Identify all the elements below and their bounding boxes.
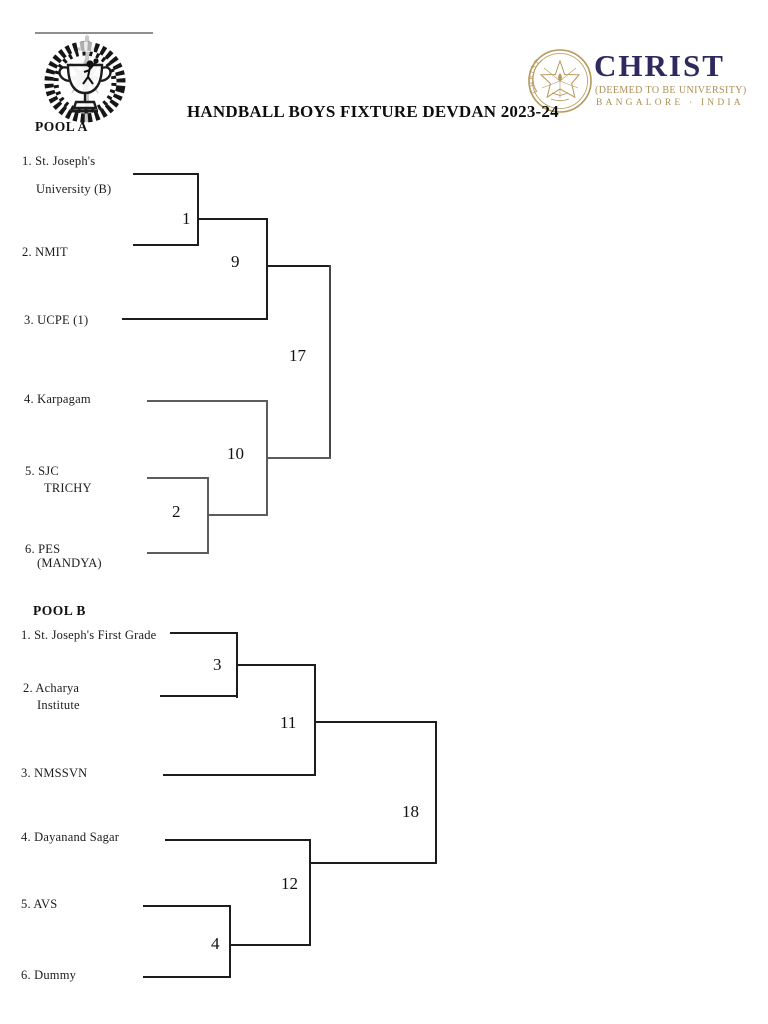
bracket-line <box>236 664 316 666</box>
bracket-line <box>160 695 238 697</box>
christ-logo-subtitle: (DEEMED TO BE UNIVERSITY) <box>595 85 747 96</box>
header-rule-line <box>35 32 153 34</box>
bracket-line <box>197 218 268 220</box>
pool-b-team-6: 6. Dummy <box>21 968 77 982</box>
handball-player-icon <box>82 58 99 85</box>
bracket-line <box>309 862 437 864</box>
pool-a-match-2-number: 2 <box>172 502 181 521</box>
pool-a-match-9-number: 9 <box>231 252 240 271</box>
christ-university-seal-icon: CHRIST <box>527 49 592 113</box>
pool-a-team-1-line-2: University (B) <box>36 182 112 196</box>
bracket-line <box>229 905 231 978</box>
pool-a-match-17-number: 17 <box>289 346 306 365</box>
pool-b-match-18-number: 18 <box>402 802 419 821</box>
bracket-line <box>314 721 437 723</box>
pool-b-label: POOL B <box>33 603 86 618</box>
bracket-line <box>133 173 199 175</box>
pool-b-team-2-line-2: Institute <box>37 698 80 712</box>
bracket-line <box>143 905 231 907</box>
pool-b-match-12-number: 12 <box>281 874 298 893</box>
pool-a-team-1-line-1: 1. St. Joseph's <box>22 154 96 168</box>
bracket-line <box>314 664 316 776</box>
bracket-line <box>435 721 437 864</box>
pool-b-team-5: 5. AVS <box>21 897 58 911</box>
pool-b-match-4-number: 4 <box>211 934 220 953</box>
bracket-line <box>229 944 311 946</box>
pool-a-match-10-number: 10 <box>227 444 244 463</box>
svg-text:CHRIST: CHRIST <box>527 57 543 95</box>
pool-b-team-1: 1. St. Joseph's First Grade <box>21 628 157 642</box>
bracket-line <box>197 173 199 246</box>
bracket-line <box>163 774 316 776</box>
bracket-line <box>329 265 331 459</box>
bracket-line <box>309 839 311 946</box>
christ-logo-location: BANGALORE · INDIA <box>596 98 744 108</box>
bracket-line <box>170 632 238 634</box>
bracket-line <box>207 514 268 516</box>
pool-a-team-5-line-2: TRICHY <box>44 481 92 495</box>
pool-a-team-6-line-1: 6. PES <box>25 542 61 556</box>
pool-a-team-2: 2. NMIT <box>22 245 68 259</box>
laurel-wreath-trophy-handball-emblem-icon <box>44 34 126 123</box>
christ-logo-name: CHRIST <box>594 48 725 83</box>
pool-b-team-4: 4. Dayanand Sagar <box>21 830 120 844</box>
pool-b-match-11-number: 11 <box>280 713 297 732</box>
page-title: HANDBALL BOYS FIXTURE DEVDAN 2023-24 <box>187 102 559 121</box>
pool-a-label: POOL A <box>35 119 88 134</box>
pool-b-team-2-line-1: 2. Acharya <box>23 681 80 695</box>
bracket-line <box>147 477 209 479</box>
bracket-line <box>266 457 331 459</box>
pool-a-team-4: 4. Karpagam <box>24 392 91 406</box>
bracket-line <box>133 244 199 246</box>
seal-curved-text: CHRIST <box>527 57 541 95</box>
bracket-line <box>266 218 268 320</box>
pool-a-team-6-line-2: (MANDYA) <box>37 556 102 570</box>
pool-b-match-3-number: 3 <box>213 655 222 674</box>
bracket-line <box>147 400 268 402</box>
bracket-line <box>266 265 331 267</box>
pool-a-team-3: 3. UCPE (1) <box>24 313 89 327</box>
bracket-line <box>143 976 231 978</box>
pool-a-match-1-number: 1 <box>182 209 191 228</box>
bracket-line <box>122 318 268 320</box>
pool-b-team-3: 3. NMSSVN <box>21 766 88 780</box>
bracket-line <box>147 552 209 554</box>
pool-a-team-5-line-1: 5. SJC <box>25 464 59 478</box>
bracket-line <box>165 839 311 841</box>
